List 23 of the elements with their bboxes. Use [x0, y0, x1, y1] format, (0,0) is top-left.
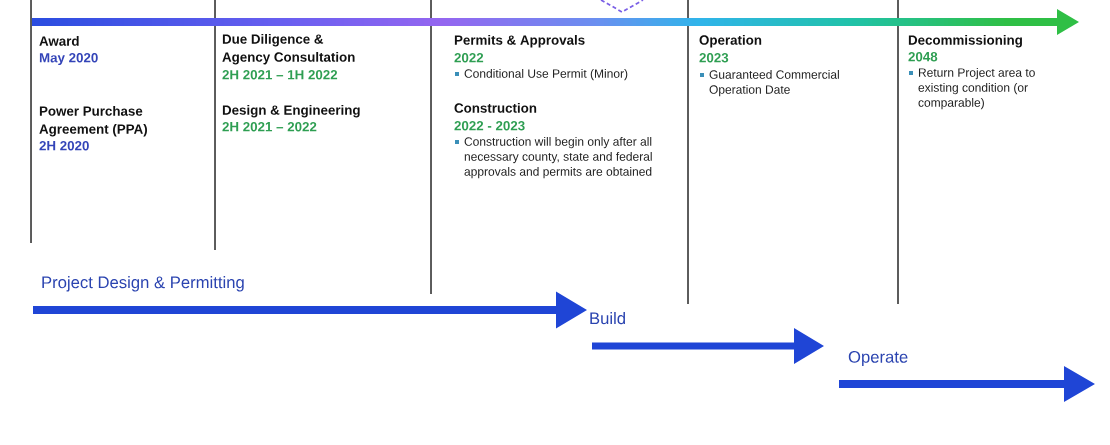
date-label: 2H 2020 [39, 141, 89, 151]
milestone-title: Decommissioning [908, 35, 1022, 48]
phase-label: Build [590, 312, 625, 325]
milestone-title: Due Diligence & Agency Consultation [222, 34, 355, 65]
bullet-text: Conditional Use Permit (Minor) [464, 69, 628, 81]
bullet-text: Return Project area to existing condition (or comparable) [918, 68, 1035, 110]
bullet-text: Construction will begin only after all necessary county, state and federal approvals and permits are obtained [464, 137, 652, 179]
bullet-text: Guaranteed Commercial Operation Date [709, 70, 839, 97]
milestone-title: Award [39, 36, 79, 46]
date-label: 2022 [454, 53, 484, 63]
milestone-title: Power Purchase Agreement (PPA) [39, 106, 147, 137]
milestone-title: Construction [454, 103, 537, 113]
date-label: 2022 - 2023 [454, 121, 525, 131]
date-label: May 2020 [39, 53, 98, 66]
date-label: 2023 [699, 53, 729, 63]
date-label: 2H 2021 – 2022 [222, 122, 317, 132]
date-label: 2H 2021 – 1H 2022 [222, 70, 338, 80]
phase-label: Operate [848, 351, 908, 367]
milestone-title: Operation [699, 35, 762, 48]
date-label: 2048 [908, 52, 938, 62]
milestone-title: Permits & Approvals [454, 35, 585, 48]
phase-label: Project Design & Permitting [42, 276, 244, 292]
milestone-title: Design & Engineering [222, 105, 360, 118]
